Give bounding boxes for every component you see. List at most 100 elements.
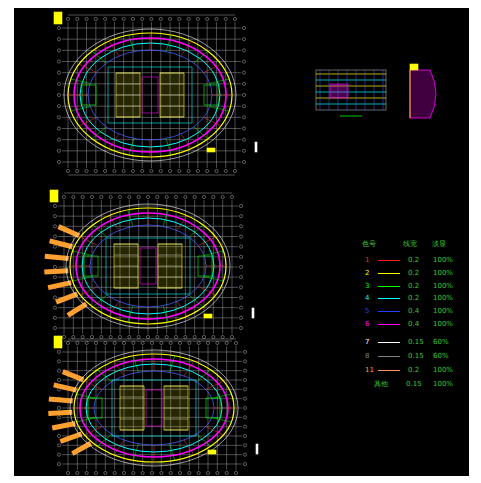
axis-line (62, 39, 241, 40)
axis-bubble (243, 444, 246, 447)
core-room (114, 244, 138, 288)
axis-line (58, 236, 238, 237)
stair-line (164, 397, 188, 398)
axis-bubble (53, 235, 56, 238)
axis-bubble (132, 341, 135, 344)
axis-line (58, 246, 238, 247)
axis-bubble (168, 169, 171, 172)
axis-bubble (188, 471, 191, 474)
axis-bubble (239, 265, 242, 268)
radial-wall (212, 95, 232, 96)
line-sample (378, 356, 400, 357)
axis-bubble (150, 471, 153, 474)
axis-bubble (239, 286, 242, 289)
axis-bubble (90, 195, 93, 198)
axis-bubble (242, 93, 245, 96)
axis-bubble (57, 82, 60, 85)
axis-line (62, 454, 242, 455)
axis-bubble (178, 341, 181, 344)
radial-wall (109, 216, 119, 231)
axis-bubble (202, 195, 205, 198)
axis-bubble (243, 397, 246, 400)
color-number: 3 (365, 282, 369, 290)
axis-bubble (72, 335, 75, 338)
axis-bubble (243, 462, 246, 465)
axis-bubble (104, 17, 107, 20)
core-hall (142, 77, 158, 113)
axis-bubble (57, 360, 60, 363)
outer-wall (66, 204, 230, 328)
axis-bubble (57, 444, 60, 447)
axis-bubble (206, 17, 209, 20)
axis-bubble (57, 49, 60, 52)
line-sample (378, 298, 400, 299)
radial-wall (74, 408, 94, 409)
line-width: 0.2 (408, 294, 419, 302)
radial-wall (198, 237, 215, 246)
axis-bubble (242, 60, 245, 63)
axis-bubble (193, 195, 196, 198)
axis-bubble (239, 204, 242, 207)
stair-line (120, 430, 144, 431)
radial-wall (133, 444, 138, 460)
note-mark (256, 444, 258, 454)
axis-line (58, 297, 238, 298)
axis-bubble (156, 195, 159, 198)
axis-bubble (243, 360, 246, 363)
axis-bubble (146, 195, 149, 198)
seating-fan (52, 423, 75, 428)
radial-wall (148, 208, 149, 225)
axis-bubble (122, 17, 125, 20)
stair-line (116, 117, 140, 118)
radial-wall (97, 370, 111, 382)
line-sample (378, 260, 400, 261)
axis-bubble (131, 17, 134, 20)
detail-tag (410, 64, 418, 70)
axis-bubble (109, 335, 112, 338)
radial-wall (204, 64, 221, 73)
axis-bubble (178, 169, 181, 172)
axis-bubble (57, 138, 60, 141)
dimension-line (68, 175, 235, 176)
facade (74, 354, 234, 462)
room (88, 398, 102, 418)
radial-wall (148, 307, 149, 324)
axis-bubble (230, 335, 233, 338)
radial-wall (68, 95, 88, 96)
axis-line (58, 206, 238, 207)
axis-bubble (53, 265, 56, 268)
line-width: 0.15 (406, 380, 422, 388)
axis-bubble (100, 195, 103, 198)
axis-bubble (239, 245, 242, 248)
radial-wall (79, 118, 96, 127)
dimension-line (68, 339, 236, 340)
dimension-line (68, 477, 236, 478)
radial-wall (204, 277, 223, 281)
seating-fan (50, 241, 73, 247)
axis-bubble (57, 350, 60, 353)
line-sample (378, 370, 400, 371)
radial-wall (194, 127, 208, 139)
title-tag (50, 190, 58, 202)
line-width: 0.4 (408, 307, 419, 315)
stair-line (158, 244, 182, 245)
axis-bubble (212, 335, 215, 338)
fade-value: 100% (433, 380, 453, 388)
column-line (320, 70, 321, 110)
note-tag (207, 148, 215, 152)
axis-bubble (216, 471, 219, 474)
line-sample (378, 286, 400, 287)
radial-wall (114, 440, 124, 455)
ring-corridor (76, 213, 220, 319)
axis-bubble (239, 255, 242, 258)
axis-bubble (233, 17, 236, 20)
axis-bubble (178, 471, 181, 474)
room (82, 85, 96, 105)
stair-line (164, 408, 188, 409)
axis-bubble (94, 169, 97, 172)
axis-bubble (188, 341, 191, 344)
axis-bubble (159, 17, 162, 20)
axis-bubble (57, 26, 60, 29)
axis-bubble (221, 195, 224, 198)
